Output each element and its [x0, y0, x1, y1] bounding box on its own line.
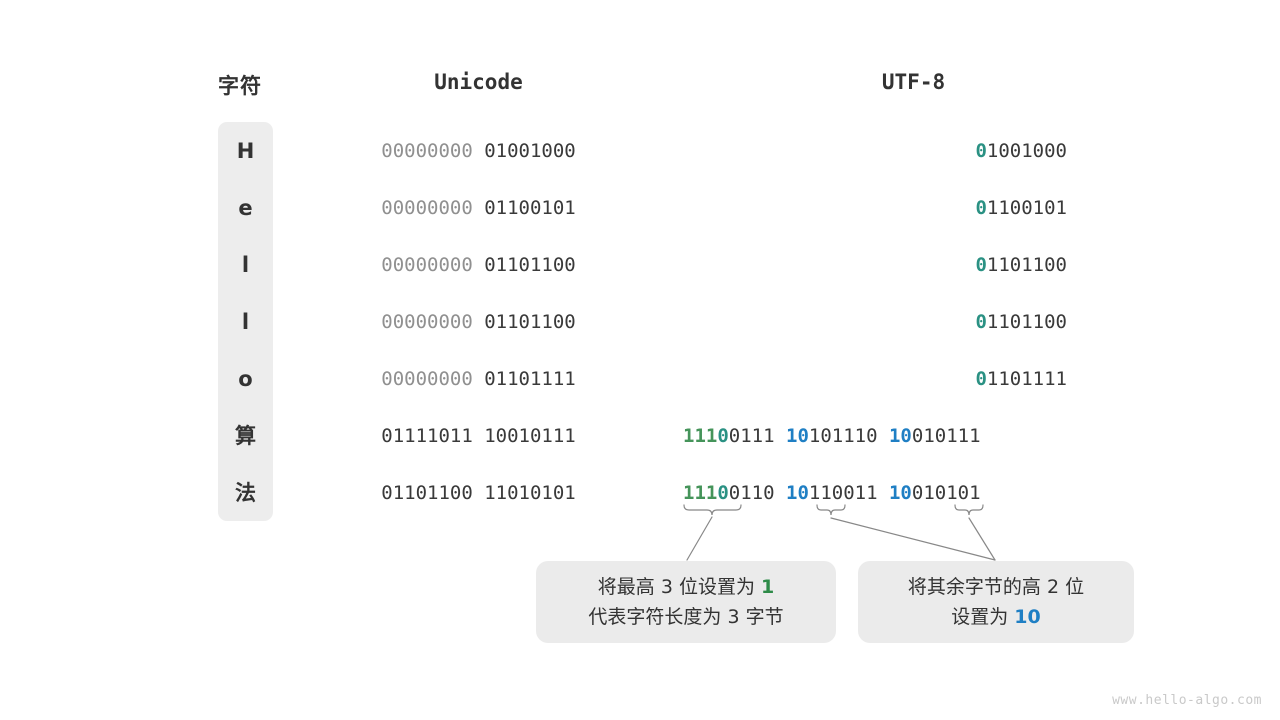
utf8-byte-gap — [878, 482, 889, 504]
unicode-low-byte: 01001000 — [484, 140, 576, 162]
utf8-byte-gap — [775, 425, 786, 447]
unicode-high-byte: 01101100 — [381, 482, 473, 504]
callout-right-line-1: 将其余字节的高 2 位 — [858, 572, 1134, 602]
character-cell: l — [241, 310, 250, 334]
utf8-byte2-continuation-marker: 10 — [786, 482, 809, 504]
utf8-lead-bit: 0 — [975, 254, 987, 276]
unicode-high-byte: 00000000 — [381, 254, 473, 276]
unicode-byte-gap — [473, 368, 484, 390]
character-cell: H — [236, 139, 255, 163]
utf8-cell: 01100101 — [760, 195, 1067, 221]
unicode-high-byte: 00000000 — [381, 197, 473, 219]
unicode-cell: 01111011 10010111 — [346, 423, 611, 449]
utf8-byte-gap — [878, 425, 889, 447]
utf8-payload-bits: 1101111 — [986, 368, 1067, 390]
callout-right-l1-post: 位 — [1059, 576, 1085, 598]
unicode-cell: 00000000 01100101 — [346, 195, 611, 221]
utf8-byte1-terminator-bit: 0 — [717, 425, 729, 447]
column-header-unicode: Unicode — [434, 70, 523, 94]
callout-right-l1-num: 2 — [1046, 576, 1060, 598]
callout-left-l1-highlight: 1 — [761, 576, 775, 598]
unicode-cell: 00000000 01101100 — [346, 309, 611, 335]
utf8-cell: 01101111 — [760, 366, 1067, 392]
unicode-high-byte: 00000000 — [381, 140, 473, 162]
utf8-payload-bits: 1100101 — [986, 197, 1067, 219]
character-cell: 法 — [235, 481, 256, 505]
unicode-byte-gap — [473, 425, 484, 447]
callout-right-l2-highlight: 10 — [1014, 606, 1041, 628]
site-watermark: www.hello-algo.com — [1112, 693, 1262, 708]
utf8-lead-bit: 0 — [975, 197, 987, 219]
unicode-low-byte: 01101100 — [484, 311, 576, 333]
utf8-byte2-payload: 101110 — [808, 425, 878, 447]
utf8-cell: 11100111 10101110 10010111 — [683, 423, 1067, 449]
unicode-cell: 00000000 01101111 — [346, 366, 611, 392]
utf8-byte1-length-marker: 111 — [683, 482, 718, 504]
utf8-cell: 11100110 10110011 10010101 — [683, 480, 1067, 506]
utf8-lead-bit: 0 — [975, 311, 987, 333]
utf8-byte3-payload: 010111 — [911, 425, 981, 447]
utf8-byte1-terminator-bit: 0 — [717, 482, 729, 504]
utf8-byte2-payload: 110011 — [808, 482, 878, 504]
unicode-cell: 00000000 01101100 — [346, 252, 611, 278]
callout-left-line-2: 代表字符长度为 3 字节 — [536, 602, 836, 632]
callout-right-l2-pre: 设置为 — [951, 606, 1015, 628]
unicode-low-byte: 01101111 — [484, 368, 576, 390]
utf8-byte3-continuation-marker: 10 — [888, 425, 912, 447]
callout-left-l2-num: 3 — [727, 606, 740, 628]
unicode-high-byte: 00000000 — [381, 311, 473, 333]
utf8-cell: 01101100 — [760, 309, 1067, 335]
callout-right-l1-pre: 将其余字节的高 — [907, 576, 1047, 598]
utf8-byte2-continuation-marker: 10 — [786, 425, 809, 447]
callout-left-l1-pre: 将最高 — [597, 576, 661, 598]
callout-left-l1-mid: 位设置为 — [672, 576, 761, 598]
utf8-cell: 01101100 — [760, 252, 1067, 278]
unicode-byte-gap — [473, 197, 484, 219]
unicode-high-byte: 01111011 — [381, 425, 473, 447]
unicode-byte-gap — [473, 254, 484, 276]
unicode-cell: 00000000 01001000 — [346, 138, 611, 164]
character-cell: 算 — [235, 424, 256, 448]
utf8-lead-bit: 0 — [975, 140, 987, 162]
callout-left-l2-post: 字节 — [739, 606, 784, 628]
unicode-cell: 01101100 11010101 — [346, 480, 611, 506]
character-cell: e — [238, 196, 253, 220]
unicode-byte-gap — [473, 482, 484, 504]
character-cell: l — [241, 253, 250, 277]
unicode-low-byte: 10010111 — [484, 425, 576, 447]
unicode-byte-gap — [473, 140, 484, 162]
character-cell: o — [238, 367, 253, 391]
unicode-byte-gap — [473, 311, 484, 333]
callout-left-line-1: 将最高 3 位设置为 1 — [536, 572, 836, 602]
utf8-byte1-length-marker: 111 — [683, 425, 718, 447]
utf8-lead-bit: 0 — [975, 368, 987, 390]
callout-leading-bits: 将最高 3 位设置为 1 代表字符长度为 3 字节 — [536, 561, 836, 643]
utf8-byte-gap — [775, 482, 786, 504]
unicode-low-byte: 11010101 — [484, 482, 576, 504]
utf8-cell: 01001000 — [760, 138, 1067, 164]
utf8-byte1-payload: 0110 — [728, 482, 775, 504]
callout-right-line-2: 设置为 10 — [858, 602, 1134, 632]
column-header-character: 字符 — [218, 74, 262, 98]
utf8-payload-bits: 1001000 — [986, 140, 1067, 162]
callout-left-l1-num: 3 — [660, 576, 673, 598]
utf8-payload-bits: 1101100 — [986, 254, 1067, 276]
character-column-panel — [218, 122, 273, 521]
unicode-low-byte: 01100101 — [484, 197, 576, 219]
callout-left-l2-pre: 代表字符长度为 — [588, 606, 728, 628]
utf8-byte3-continuation-marker: 10 — [888, 482, 912, 504]
unicode-high-byte: 00000000 — [381, 368, 473, 390]
utf8-payload-bits: 1101100 — [986, 311, 1067, 333]
unicode-low-byte: 01101100 — [484, 254, 576, 276]
callout-continuation-bits: 将其余字节的高 2 位 设置为 10 — [858, 561, 1134, 643]
utf8-byte3-payload: 010101 — [911, 482, 981, 504]
column-header-utf8: UTF-8 — [881, 70, 946, 94]
utf8-byte1-payload: 0111 — [728, 425, 775, 447]
